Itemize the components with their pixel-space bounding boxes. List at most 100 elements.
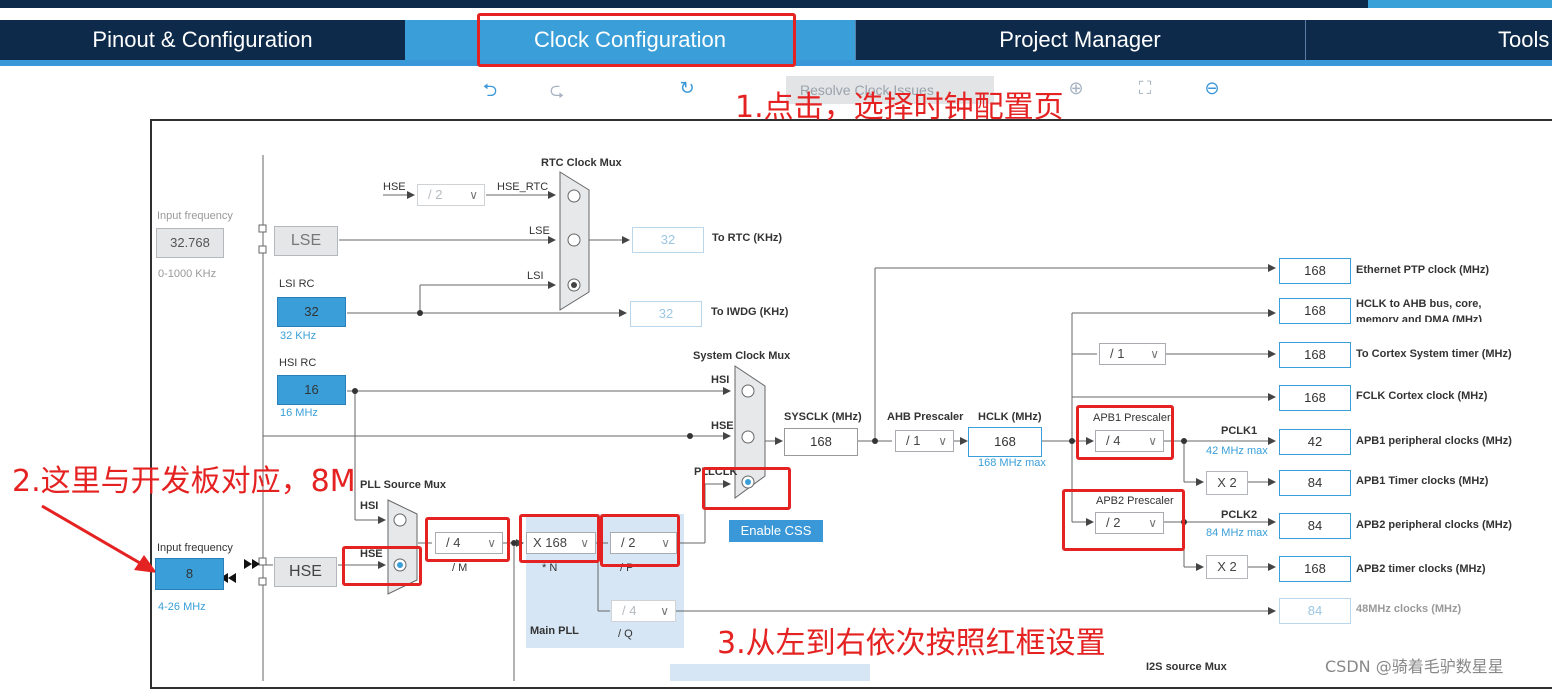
apb1-timer-label: APB1 Timer clocks (MHz): [1356, 475, 1489, 487]
i2s-source-mux-title: I2S source Mux: [1146, 661, 1227, 673]
48mhz-label: 48MHz clocks (MHz): [1356, 603, 1462, 615]
apb2-prescaler-select[interactable]: / 2∨: [1095, 512, 1164, 534]
apb1-timer-multiplier: X 2: [1206, 471, 1248, 495]
highlight-pll-source-hse: [342, 546, 422, 586]
hse-rtc-label: HSE_RTC: [497, 181, 549, 193]
tab-project-manager[interactable]: Project Manager: [855, 20, 1306, 60]
hsi-title: HSI RC: [279, 357, 317, 369]
sysclk-value: 168: [784, 428, 858, 456]
pll-m-label: / M: [452, 562, 468, 574]
lsi-value: 32: [277, 297, 346, 327]
apb1-peripheral-label: APB1 peripheral clocks (MHz): [1356, 435, 1512, 447]
tab-tools[interactable]: Tools: [1305, 20, 1552, 60]
apb2-peripheral-label: APB2 peripheral clocks (MHz): [1356, 519, 1512, 531]
enable-css-button[interactable]: Enable CSS: [729, 520, 823, 542]
sysmux-hsi-label: HSI: [711, 374, 730, 386]
system-clock-mux-title: System Clock Mux: [693, 350, 791, 362]
ethernet-ptp-value: 168: [1279, 258, 1351, 284]
hclk-max: 168 MHz max: [978, 457, 1046, 469]
pll-q-label: / Q: [618, 628, 633, 640]
pll-n-multiplier[interactable]: X 168∨: [526, 532, 596, 554]
rtc-output-label: To RTC (KHz): [712, 232, 783, 244]
iwdg-output-label: To IWDG (KHz): [711, 306, 789, 318]
rtc-lse-label: LSE: [529, 225, 550, 237]
apb1-prescaler-select[interactable]: / 4∨: [1095, 430, 1164, 452]
apb2-prescaler-label: APB2 Prescaler: [1096, 495, 1174, 507]
apb2-timer-multiplier: X 2: [1206, 555, 1248, 579]
highlight-apb2: [1062, 489, 1185, 551]
apb2-timer-label: APB2 timer clocks (MHz): [1356, 563, 1486, 575]
plli2s-region: [670, 664, 870, 681]
pll-source-mux-title: PLL Source Mux: [360, 479, 446, 491]
watermark: CSDN @骑着毛驴数星星: [1325, 657, 1504, 676]
hsi-value: 16: [277, 375, 346, 405]
rtc-hse-divider[interactable]: / 2∨: [417, 184, 485, 206]
ahb-prescaler-label: AHB Prescaler: [887, 411, 964, 423]
fclk-value: 168: [1279, 385, 1351, 411]
pll-src-hse-label: HSE: [360, 548, 383, 560]
pll-q-divider[interactable]: / 4∨: [611, 600, 676, 622]
zoom-out-icon[interactable]: ⊖: [1204, 78, 1220, 99]
rtc-output-value: 32: [632, 227, 704, 253]
tab-bar: Pinout & Configuration Clock Configurati…: [0, 20, 1552, 60]
annotation-step3: 3.从左到右依次按照红框设置: [717, 626, 1106, 661]
rtc-lsi-label: LSI: [527, 270, 544, 282]
hclk-label: HCLK (MHz): [978, 411, 1042, 423]
cortex-timer-divider[interactable]: / 1∨: [1099, 343, 1166, 365]
pll-n-label: * N: [542, 562, 558, 574]
highlight-pllclk: [702, 467, 791, 510]
iwdg-output-value: 32: [630, 301, 702, 327]
annotation-step1: 1.点击，选择时钟配置页: [735, 90, 1064, 125]
highlight-apb1: [1076, 405, 1174, 460]
cortex-timer-label: To Cortex System timer (MHz): [1356, 348, 1512, 360]
tab-underline: [0, 60, 1552, 66]
apb2-peripheral-value: 84: [1279, 513, 1351, 539]
ahb-prescaler-select[interactable]: / 1∨: [895, 430, 954, 452]
undo-icon[interactable]: ⮌: [482, 80, 498, 101]
reset-icon[interactable]: ↻: [679, 78, 695, 99]
apb1-peripheral-value: 42: [1279, 429, 1351, 455]
hclk-ahb-value: 168: [1279, 298, 1351, 324]
pll-m-divider[interactable]: / 4∨: [435, 532, 503, 554]
apb2-timer-value: 168: [1279, 556, 1351, 582]
cortex-timer-value: 168: [1279, 342, 1351, 368]
lsi-unit: 32 KHz: [280, 330, 317, 342]
highlight-pll-n: [519, 514, 600, 563]
pclk1-label: PCLK1: [1221, 425, 1258, 437]
top-strip: [0, 0, 1552, 8]
zoom-in-icon[interactable]: ⊕: [1068, 78, 1084, 99]
apb1-prescaler-label: APB1 Prescaler: [1093, 412, 1171, 424]
redo-icon[interactable]: ⮎: [549, 80, 565, 101]
main-pll-title: Main PLL: [530, 625, 579, 637]
lse-freq-input[interactable]: 32.768: [156, 228, 224, 258]
ethernet-ptp-label: Ethernet PTP clock (MHz): [1356, 264, 1490, 276]
highlight-pll-p: [600, 514, 680, 567]
rtc-mux-title: RTC Clock Mux: [541, 157, 622, 169]
pclk2-max: 84 MHz max: [1206, 527, 1268, 539]
rtc-hse-label: HSE: [383, 181, 406, 193]
pll-p-divider[interactable]: / 2∨: [610, 532, 677, 554]
hse-freq-label: Input frequency: [157, 542, 233, 554]
lse-range: 0-1000 KHz: [158, 268, 217, 280]
apb1-timer-value: 84: [1279, 470, 1351, 496]
lse-block: LSE: [274, 226, 338, 256]
pclk1-max: 42 MHz max: [1206, 445, 1268, 457]
hse-block: HSE: [274, 557, 337, 587]
48mhz-value: 84: [1279, 598, 1351, 624]
hclk-input[interactable]: 168: [968, 427, 1042, 457]
fit-icon[interactable]: ⛶: [1138, 78, 1152, 99]
lsi-title: LSI RC: [279, 278, 315, 290]
highlight-pll-m: [425, 517, 510, 562]
lse-freq-label: Input frequency: [157, 210, 233, 222]
hse-freq-input[interactable]: 8: [155, 558, 224, 590]
annotation-step2: 2.这里与开发板对应，8M: [12, 464, 356, 499]
resolve-clock-issues-button[interactable]: Resolve Clock Issues: [786, 76, 994, 104]
tab-clock-configuration[interactable]: Clock Configuration: [405, 20, 856, 60]
fclk-label: FCLK Cortex clock (MHz): [1356, 390, 1488, 402]
hsi-unit: 16 MHz: [280, 407, 318, 419]
tab-pinout[interactable]: Pinout & Configuration: [0, 20, 406, 60]
pclk2-label: PCLK2: [1221, 509, 1258, 521]
sysmux-hse-label: HSE: [711, 420, 734, 432]
hse-range: 4-26 MHz: [158, 601, 206, 613]
